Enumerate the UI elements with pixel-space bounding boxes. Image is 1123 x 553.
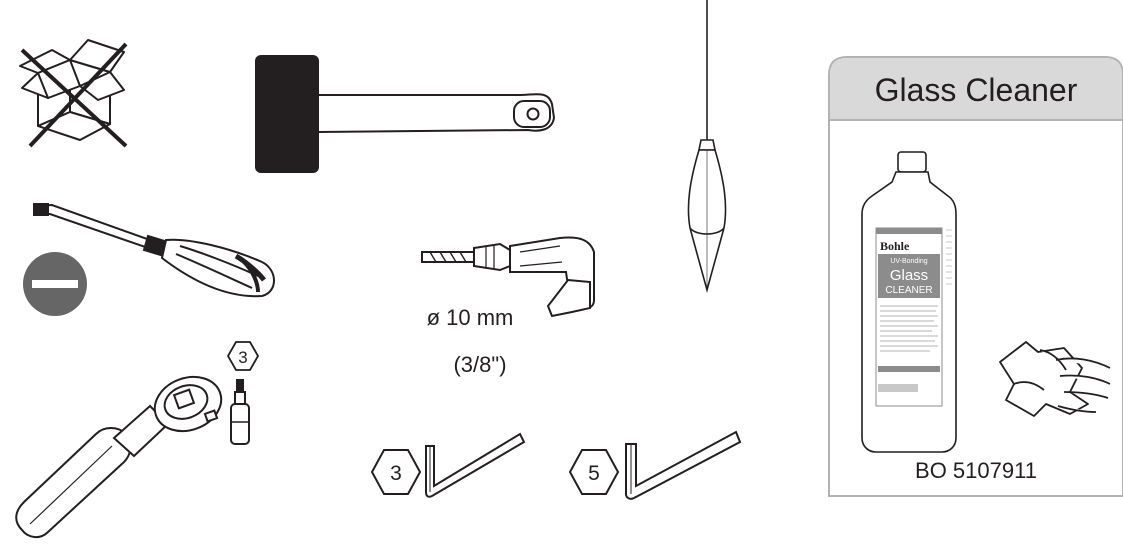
screwdriver-icon xyxy=(33,203,275,298)
hand-cloth-icon xyxy=(999,341,1111,417)
bottle-name-line1: Glass xyxy=(890,267,928,284)
order-number: BO 5107911 xyxy=(915,458,1037,483)
bottle-name-line2: CLEANER xyxy=(885,285,932,296)
socket-bit-icon xyxy=(230,379,250,445)
socket-size-badge: 3 xyxy=(226,341,260,371)
no-box-icon xyxy=(19,39,128,148)
hex-key-5-icon xyxy=(625,430,742,500)
drill-diameter-label: ø 10 mm xyxy=(427,305,514,330)
mallet-icon xyxy=(255,55,556,173)
hex-key-3-badge: 3 xyxy=(370,449,422,495)
svg-text:3: 3 xyxy=(238,348,247,367)
ratchet-wrench-icon xyxy=(15,375,223,538)
plumb-bob-icon xyxy=(687,0,727,294)
flat-head-badge-icon xyxy=(23,252,87,316)
drill-inch-label: (3/8") xyxy=(453,352,506,377)
panel-title: Glass Cleaner xyxy=(875,72,1078,108)
bottle-brand: Bohle xyxy=(880,239,910,253)
drill-icon xyxy=(421,236,595,318)
bottle-subtitle: UV-Bonding xyxy=(890,258,927,265)
svg-text:3: 3 xyxy=(390,462,402,485)
hex-key-3-icon xyxy=(425,432,526,498)
hex-key-5-badge: 5 xyxy=(568,449,620,495)
cleaner-bottle-icon: Bohle UV-Bonding Glass CLEANER xyxy=(861,151,957,453)
svg-text:5: 5 xyxy=(588,462,600,485)
